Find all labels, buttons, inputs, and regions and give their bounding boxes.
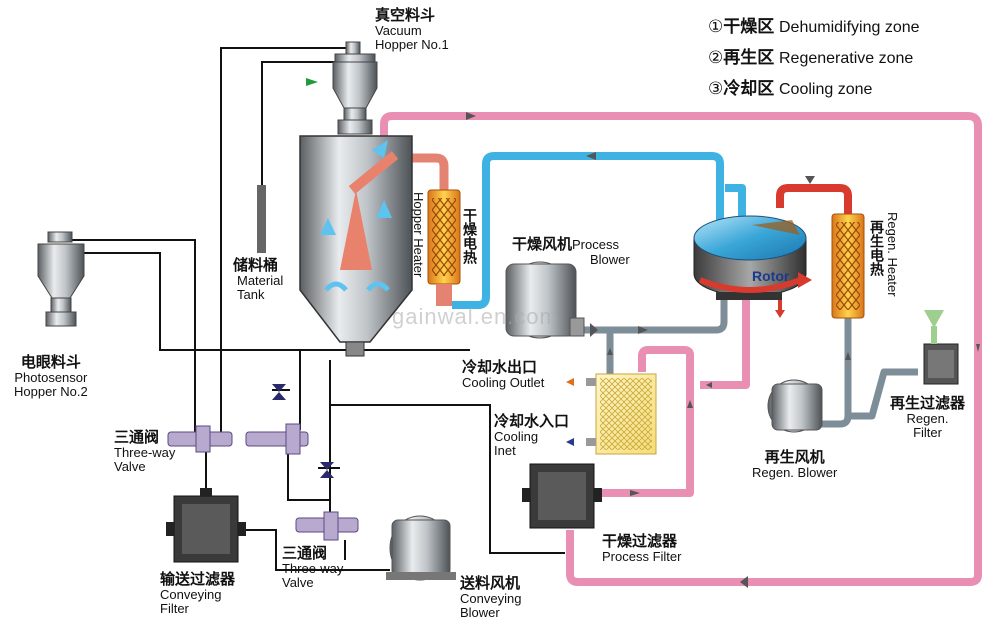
rotor xyxy=(693,215,812,318)
red-pipe xyxy=(776,184,852,214)
legend-en: Cooling zone xyxy=(778,81,873,98)
grey-pipe xyxy=(580,288,918,428)
zone-legend: ①干燥区 Dehumidifying zone ②再生区 Regenerativ… xyxy=(708,12,920,105)
photosensor-hopper-no2 xyxy=(37,231,85,327)
cooler xyxy=(566,373,657,455)
butterfly-valves xyxy=(272,384,334,478)
label-photosensor-hopper: 电眼料斗 Photosensor Hopper No.2 xyxy=(14,354,88,400)
legend-zh: 再生区 xyxy=(723,48,775,67)
label-rotor: Rotor xyxy=(752,268,790,284)
conveying-filter xyxy=(166,488,246,563)
legend-zh: 干燥区 xyxy=(723,17,775,36)
label-cooling-inlet: 冷却水入口 Cooling Inet xyxy=(494,413,570,459)
label-three-way-valve-1: 三通阀 Three-way Valve xyxy=(114,429,176,475)
label-regen-filter: 再生过滤器 Regen. Filter xyxy=(890,395,966,441)
blue-pipe xyxy=(452,152,746,309)
legend-mark: ③ xyxy=(708,79,724,98)
vacuum-hopper-no1 xyxy=(306,41,378,135)
label-regen-blower: 再生风机 Regen. Blower xyxy=(752,449,838,481)
label-regen-heater-en: Regen. Heater xyxy=(885,212,900,297)
label-vacuum-hopper: 真空料斗 Vacuum Hopper No.1 xyxy=(375,7,449,53)
process-blower xyxy=(505,261,585,339)
legend-item-regenerative: ②再生区 Regenerative zone xyxy=(708,43,920,74)
regen-blower xyxy=(767,379,823,433)
conveying-blower xyxy=(386,515,456,581)
process-filter xyxy=(522,463,602,529)
label-process-blower: 干燥风机Process Blower xyxy=(512,236,630,268)
three-way-valve-2 xyxy=(245,423,309,455)
three-way-valve-1 xyxy=(167,425,233,453)
material-tank-rod xyxy=(257,185,266,253)
label-material-tank: 储料桶 Material Tank xyxy=(233,257,284,303)
label-hopper-heater-en: Hopper Heater xyxy=(411,192,426,278)
flow-arrows xyxy=(466,112,980,588)
pink-pipe xyxy=(380,112,982,586)
drying-hopper xyxy=(299,135,413,357)
three-way-valve-3 xyxy=(295,511,359,541)
legend-mark: ① xyxy=(708,17,724,36)
label-hopper-heater-zh: 干燥电热 xyxy=(462,208,478,264)
legend-zh: 冷却区 xyxy=(723,79,775,98)
hot-air-pipe xyxy=(398,153,449,190)
regen-filter xyxy=(923,310,959,385)
regen-heater xyxy=(831,213,865,319)
hopper-heater xyxy=(427,189,461,306)
legend-mark: ② xyxy=(708,48,724,67)
watermark: gainwal.en.com xyxy=(392,304,559,329)
label-three-way-valve-2: 三通阀 Three-way Valve xyxy=(282,545,344,591)
legend-en: Regenerative zone xyxy=(778,50,914,67)
label-process-filter: 干燥过滤器 Process Filter xyxy=(602,533,682,565)
legend-item-cooling: ③冷却区 Cooling zone xyxy=(708,74,920,105)
label-cooling-outlet: 冷却水出口 Cooling Outlet xyxy=(462,359,545,391)
label-regen-heater-zh: 再生电热 xyxy=(869,220,885,276)
conveying-lines xyxy=(70,47,565,571)
label-conveying-blower: 送料风机 Conveying Blower xyxy=(460,575,522,621)
label-conveying-filter: 输送过滤器 Conveying Filter xyxy=(160,571,236,617)
legend-item-dehumidifying: ①干燥区 Dehumidifying zone xyxy=(708,12,920,43)
legend-en: Dehumidifying zone xyxy=(778,19,920,36)
